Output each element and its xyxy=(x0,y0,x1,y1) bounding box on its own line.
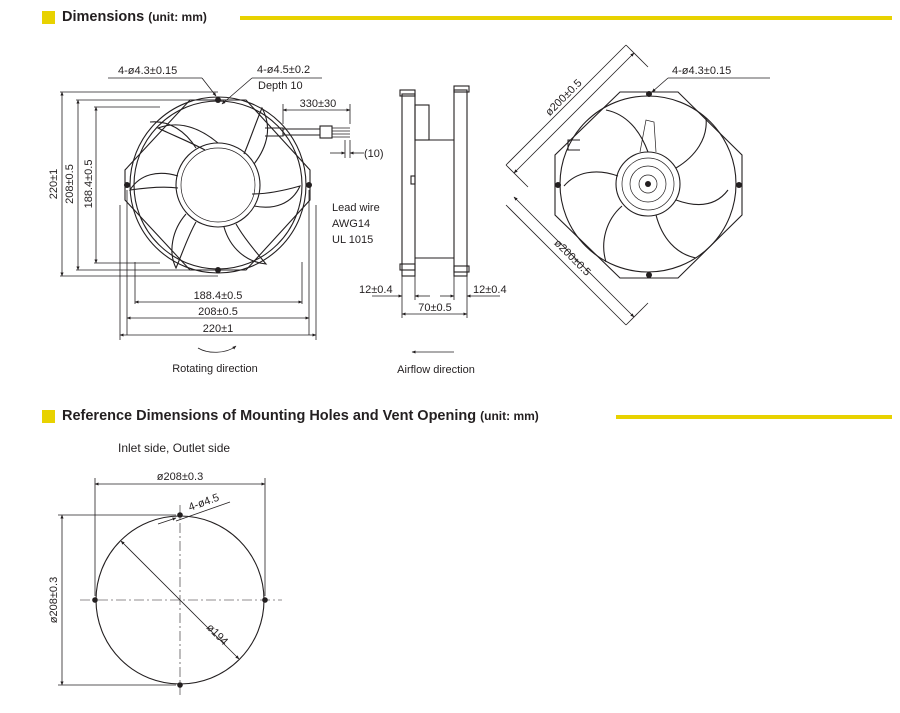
lead-wire xyxy=(283,128,320,136)
lead-wire-spec: Lead wire AWG14 UL 1015 xyxy=(332,202,380,246)
reference-caption: Inlet side, Outlet side xyxy=(118,441,230,455)
vent-diameter-line xyxy=(120,540,240,660)
lead-wire-line2: AWG14 xyxy=(332,218,370,230)
mounting-holes xyxy=(124,97,312,273)
vent-diameter-label: ø194 xyxy=(204,622,230,648)
dim-188-horizontal: 188.4±0.5 xyxy=(194,290,243,302)
lead-wire-line1: Lead wire xyxy=(332,202,380,214)
depth-label: Depth 10 xyxy=(258,80,303,92)
side-dim-left: 12±0.4 xyxy=(359,284,393,296)
front-view: 220±1 208±0.5 188.4±0.5 188.4±0.5 208±0.… xyxy=(48,64,384,375)
dim-220-vertical: 220±1 xyxy=(48,169,60,200)
side-inlet-flange xyxy=(401,93,416,277)
side-dim-depth: 70±0.5 xyxy=(418,302,452,314)
fan-blades xyxy=(128,106,301,270)
rotating-caption: Rotating direction xyxy=(172,363,258,375)
rear-diag-top: ø200±0.5 xyxy=(543,77,584,118)
reference-hole-label: 4-ø4.5 xyxy=(187,492,221,514)
front-hole2-label: 4-ø4.5±0.2 xyxy=(257,64,310,76)
wire-tail-label: (10) xyxy=(364,148,384,160)
reference-holes xyxy=(92,512,268,688)
side-view: 12±0.4 12±0.4 70±0.5 Airflow direction xyxy=(359,85,507,376)
reference-dim-v: ø208±0.3 xyxy=(48,577,60,623)
section-rule xyxy=(240,16,892,20)
reference-view: Inlet side, Outlet side ø208±0.3 ø208±0.… xyxy=(48,441,282,695)
lead-wire-line3: UL 1015 xyxy=(332,234,373,246)
rear-spoke xyxy=(639,119,657,153)
dim-220-horizontal: 220±1 xyxy=(203,323,234,335)
section-marker xyxy=(42,410,55,423)
airflow-caption: Airflow direction xyxy=(397,364,475,376)
fan-venturi-inner xyxy=(133,100,303,270)
dimensions-header: Dimensions (unit: mm) xyxy=(42,9,892,29)
fan-hub-inner xyxy=(180,147,256,223)
side-wire-exit xyxy=(414,104,430,141)
wire-strands xyxy=(332,127,350,138)
reference-dim-h: ø208±0.3 xyxy=(157,471,203,483)
rotation-arrow xyxy=(197,345,237,353)
dim-208-horizontal: 208±0.5 xyxy=(198,306,238,318)
dim-188-vertical: 188.4±0.5 xyxy=(83,160,95,209)
section-marker xyxy=(42,11,55,24)
reference-header: Reference Dimensions of Mounting Holes a… xyxy=(42,408,892,428)
side-dim-right: 12±0.4 xyxy=(473,284,507,296)
rear-diag-bottom: ø200±0.5 xyxy=(551,237,592,278)
dimensions-title: Dimensions (unit: mm) xyxy=(62,9,207,25)
side-outlet-flange xyxy=(453,89,468,277)
section-rule xyxy=(616,415,892,419)
rear-hole-label: 4-ø4.3±0.15 xyxy=(672,65,731,77)
fan-hub xyxy=(175,142,261,228)
dim-208-vertical: 208±0.5 xyxy=(64,164,76,204)
wire-exit xyxy=(265,127,284,137)
reference-title: Reference Dimensions of Mounting Holes a… xyxy=(62,408,539,424)
rear-wire-exit xyxy=(567,139,580,151)
wire-connector xyxy=(319,125,333,139)
rear-view: ø200±0.5 ø200±0.5 4-ø4.3±0.15 xyxy=(505,44,770,326)
front-hole-label: 4-ø4.3±0.15 xyxy=(118,65,177,77)
wire-length-label: 330±30 xyxy=(300,98,337,110)
fan-venturi xyxy=(129,96,307,274)
